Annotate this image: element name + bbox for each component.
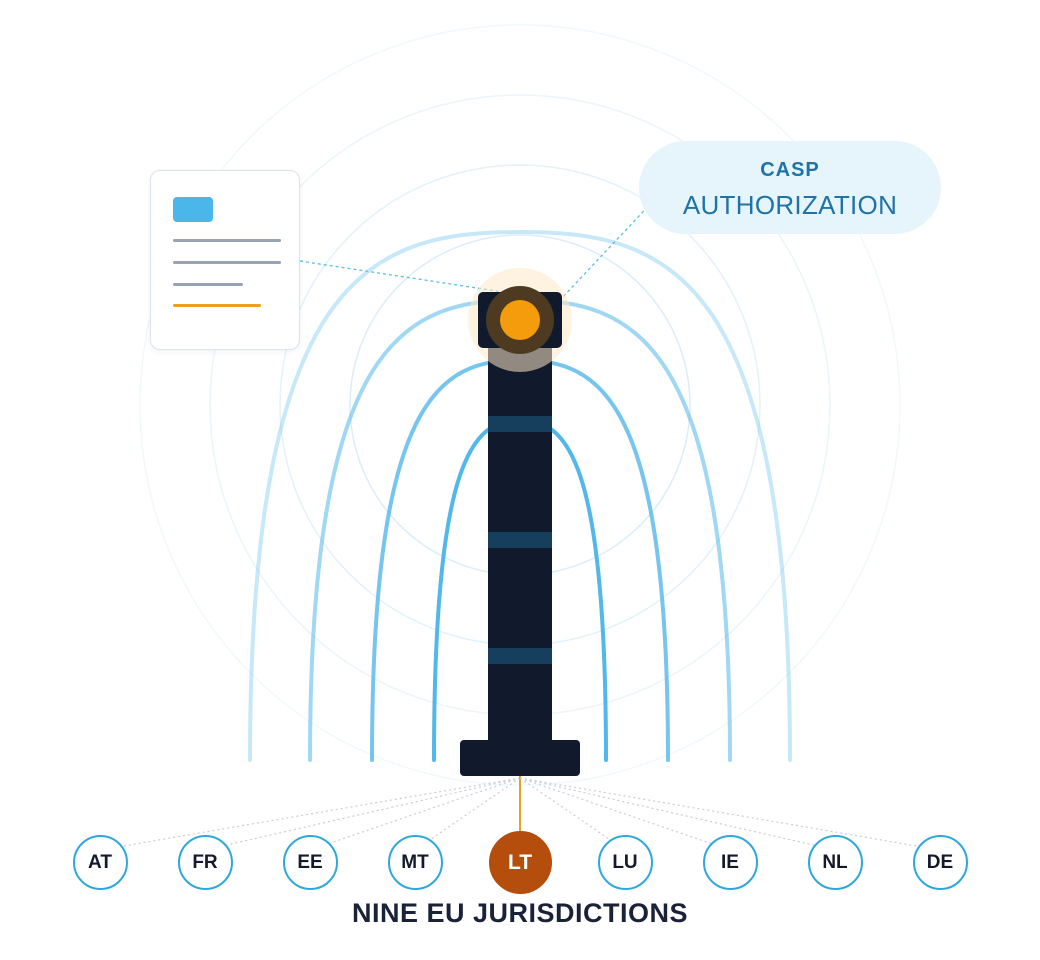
connector-lines	[99, 197, 941, 851]
document-card-icon	[150, 170, 300, 350]
jurisdiction-connector	[519, 777, 731, 851]
signal-wave	[248, 229, 792, 762]
jurisdiction-connector	[519, 777, 941, 851]
footer-label: NINE EU JURISDICTIONS	[351, 898, 689, 928]
jurisdiction-lt[interactable]: LT	[488, 831, 552, 894]
tower-base	[460, 740, 580, 776]
beacon-light-icon	[500, 300, 540, 340]
jurisdiction-connector	[519, 777, 626, 851]
jurisdiction-connector	[204, 777, 521, 851]
jurisdiction-connector	[309, 777, 521, 851]
tower-band	[488, 416, 552, 432]
tower-band	[488, 648, 552, 664]
badge-connector	[559, 197, 657, 301]
jurisdiction-ie[interactable]: IE	[702, 835, 758, 890]
jurisdiction-lu[interactable]: LU	[597, 835, 653, 890]
jurisdiction-mt[interactable]: MT	[387, 835, 443, 890]
jurisdiction-connector	[99, 777, 521, 851]
casp-badge-subtitle: AUTHORIZATION	[682, 190, 898, 220]
document-highlight-line	[173, 304, 261, 307]
document-text-line	[173, 239, 281, 242]
tower-mast	[488, 300, 552, 760]
jurisdiction-de[interactable]: DE	[912, 835, 968, 890]
jurisdiction-at[interactable]: AT	[72, 835, 128, 890]
jurisdiction-list: AT FR EE MT LT LU IE NL DE	[0, 831, 1040, 894]
jurisdiction-fr[interactable]: FR	[177, 835, 233, 890]
jurisdiction-nl[interactable]: NL	[807, 835, 863, 890]
document-text-line	[173, 283, 243, 286]
casp-badge-title: CASP	[760, 159, 820, 181]
document-chip	[173, 197, 213, 222]
jurisdiction-ee[interactable]: EE	[282, 835, 338, 890]
tower	[460, 268, 580, 776]
casp-authorization-badge: CASP AUTHORIZATION	[639, 141, 941, 234]
jurisdiction-connector	[414, 777, 521, 851]
document-text-line	[173, 261, 281, 264]
jurisdiction-connector	[519, 777, 836, 851]
document-connector	[299, 260, 504, 293]
tower-band	[488, 532, 552, 548]
